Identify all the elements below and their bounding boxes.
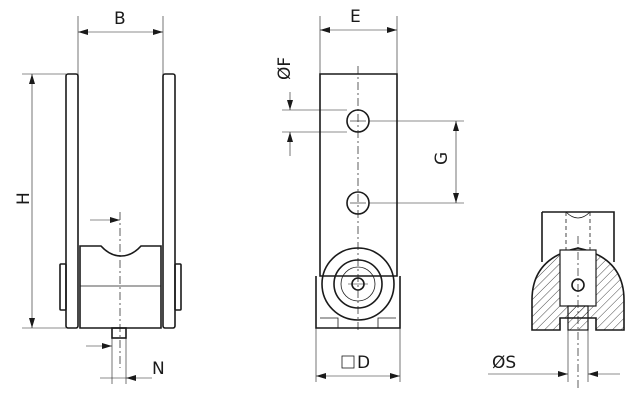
- right-plate: [162, 73, 176, 329]
- left-plate: [65, 73, 79, 329]
- label-b: B: [114, 9, 126, 29]
- label-e: E: [350, 7, 361, 27]
- roller: [79, 245, 162, 329]
- label-h: H: [14, 192, 34, 205]
- label-d: D: [357, 353, 370, 373]
- label-f: ØF: [275, 57, 295, 80]
- section-view: ØS: [488, 211, 625, 390]
- front-view: B H N: [14, 9, 182, 384]
- upright-body: [319, 73, 398, 277]
- side-view: E ØF G D: [275, 7, 464, 382]
- bearing-inner: [333, 259, 383, 309]
- pin: [111, 327, 127, 339]
- label-n: N: [152, 359, 165, 379]
- square-symbol: [341, 355, 355, 369]
- label-s: ØS: [492, 353, 516, 373]
- label-g: G: [432, 152, 452, 165]
- bearing-outer: [321, 247, 395, 321]
